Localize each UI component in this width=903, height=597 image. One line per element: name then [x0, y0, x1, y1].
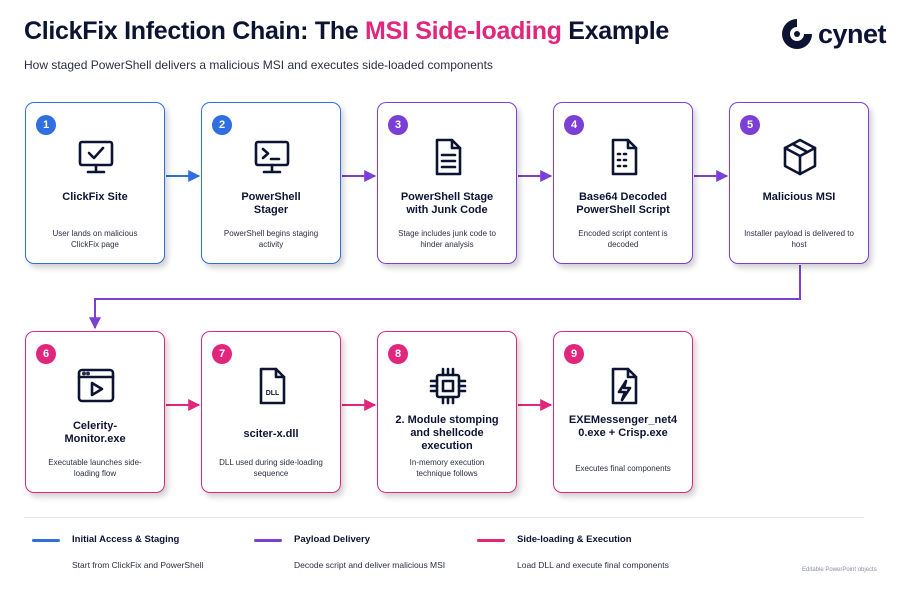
step-title: Malicious MSI [762, 191, 836, 203]
step-description: Stage includes junk code to hinder analy… [398, 229, 496, 249]
step-number-badge: 1 [36, 115, 56, 135]
step-number-badge: 3 [388, 115, 408, 135]
script-file-icon [602, 135, 646, 179]
page-subtitle: How staged PowerShell delivers a malicio… [24, 58, 493, 72]
step-card-8: 8 2. Module stomping and shellcode execu… [377, 331, 517, 493]
cynet-logo: cynet [780, 17, 887, 51]
step-number-badge: 7 [212, 344, 232, 364]
step-title: EXEMessenger_net40.exe + Crisp.exe [568, 414, 678, 439]
legend-description: Decode script and deliver malicious MSI [294, 560, 446, 570]
legend-swatch [32, 539, 60, 542]
step-card-1: 1 ClickFix Site User lands on malicious … [25, 102, 165, 264]
step-description: Executes final components [575, 464, 671, 473]
step-number-badge: 9 [564, 344, 584, 364]
arrow-5-to-6 [89, 265, 801, 330]
legend-swatch [477, 539, 505, 542]
step-card-7: 7 DLL sciter-x.dll DLL used during side-… [201, 331, 341, 493]
step-card-3: 3 PowerShell Stage with Junk Code Stage … [377, 102, 517, 264]
title-prefix: ClickFix Infection Chain: The [24, 17, 366, 45]
step-number-badge: 5 [740, 115, 760, 135]
step-description: Installer payload is delivered to host [744, 229, 854, 249]
terminal-icon [250, 135, 294, 179]
step-title: sciter-x.dll [243, 428, 299, 440]
step-description: PowerShell begins staging activity [223, 229, 319, 249]
step-title: Base64 Decoded PowerShell Script [576, 191, 670, 216]
logo-wordmark: cynet [818, 18, 887, 49]
step-title: PowerShell Stager [241, 191, 301, 216]
step-number-badge: 2 [212, 115, 232, 135]
step-description: User lands on malicious ClickFix page [52, 229, 138, 249]
step-title: Celerity-Monitor.exe [64, 420, 126, 445]
cynet-mark-icon [782, 19, 812, 49]
title-suffix: Example [561, 17, 670, 45]
step-card-4: 4 Base64 Decoded PowerShell Script Encod… [553, 102, 693, 264]
step-card-2: 2 PowerShell Stager PowerShell begins st… [201, 102, 341, 264]
monitor-check-icon [74, 135, 118, 179]
legend-label: Payload Delivery [294, 534, 371, 545]
legend-swatch [254, 539, 282, 542]
step-description: Executable launches side-loading flow [48, 458, 142, 478]
title-highlight: MSI Side-loading [365, 17, 562, 45]
document-icon [426, 135, 470, 179]
svg-text:DLL: DLL [266, 390, 280, 397]
legend-label: Initial Access & Staging [72, 534, 180, 545]
legend-description: Load DLL and execute final components [517, 560, 669, 570]
dll-file-icon: DLL [250, 364, 294, 408]
step-number-badge: 8 [388, 344, 408, 364]
legend-divider [24, 517, 864, 518]
step-description: DLL used during side-loading sequence [219, 458, 323, 478]
cpu-chip-icon [426, 364, 470, 408]
app-window-play-icon [74, 364, 118, 408]
package-box-icon [778, 135, 822, 179]
step-card-9: 9 EXEMessenger_net40.exe + Crisp.exe Exe… [553, 331, 693, 493]
step-number-badge: 4 [564, 115, 584, 135]
step-description: Encoded script content is decoded [578, 229, 668, 249]
legend-description: Start from ClickFix and PowerShell [72, 560, 204, 570]
legend-label: Side-loading & Execution [517, 534, 632, 545]
step-description: In-memory execution technique follows [409, 458, 485, 478]
page-title: ClickFix Infection Chain: The MSI Side-l… [24, 17, 669, 46]
footnote: Editable PowerPoint objects [802, 567, 877, 573]
step-title: ClickFix Site [62, 191, 128, 203]
file-bolt-icon [602, 364, 646, 408]
step-card-6: 6 Celerity-Monitor.exe Executable launch… [25, 331, 165, 493]
step-number-badge: 6 [36, 344, 56, 364]
step-title: PowerShell Stage with Junk Code [400, 191, 494, 216]
step-card-5: 5 Malicious MSI Installer payload is del… [729, 102, 869, 264]
step-title: 2. Module stomping and shellcode executi… [395, 414, 499, 452]
